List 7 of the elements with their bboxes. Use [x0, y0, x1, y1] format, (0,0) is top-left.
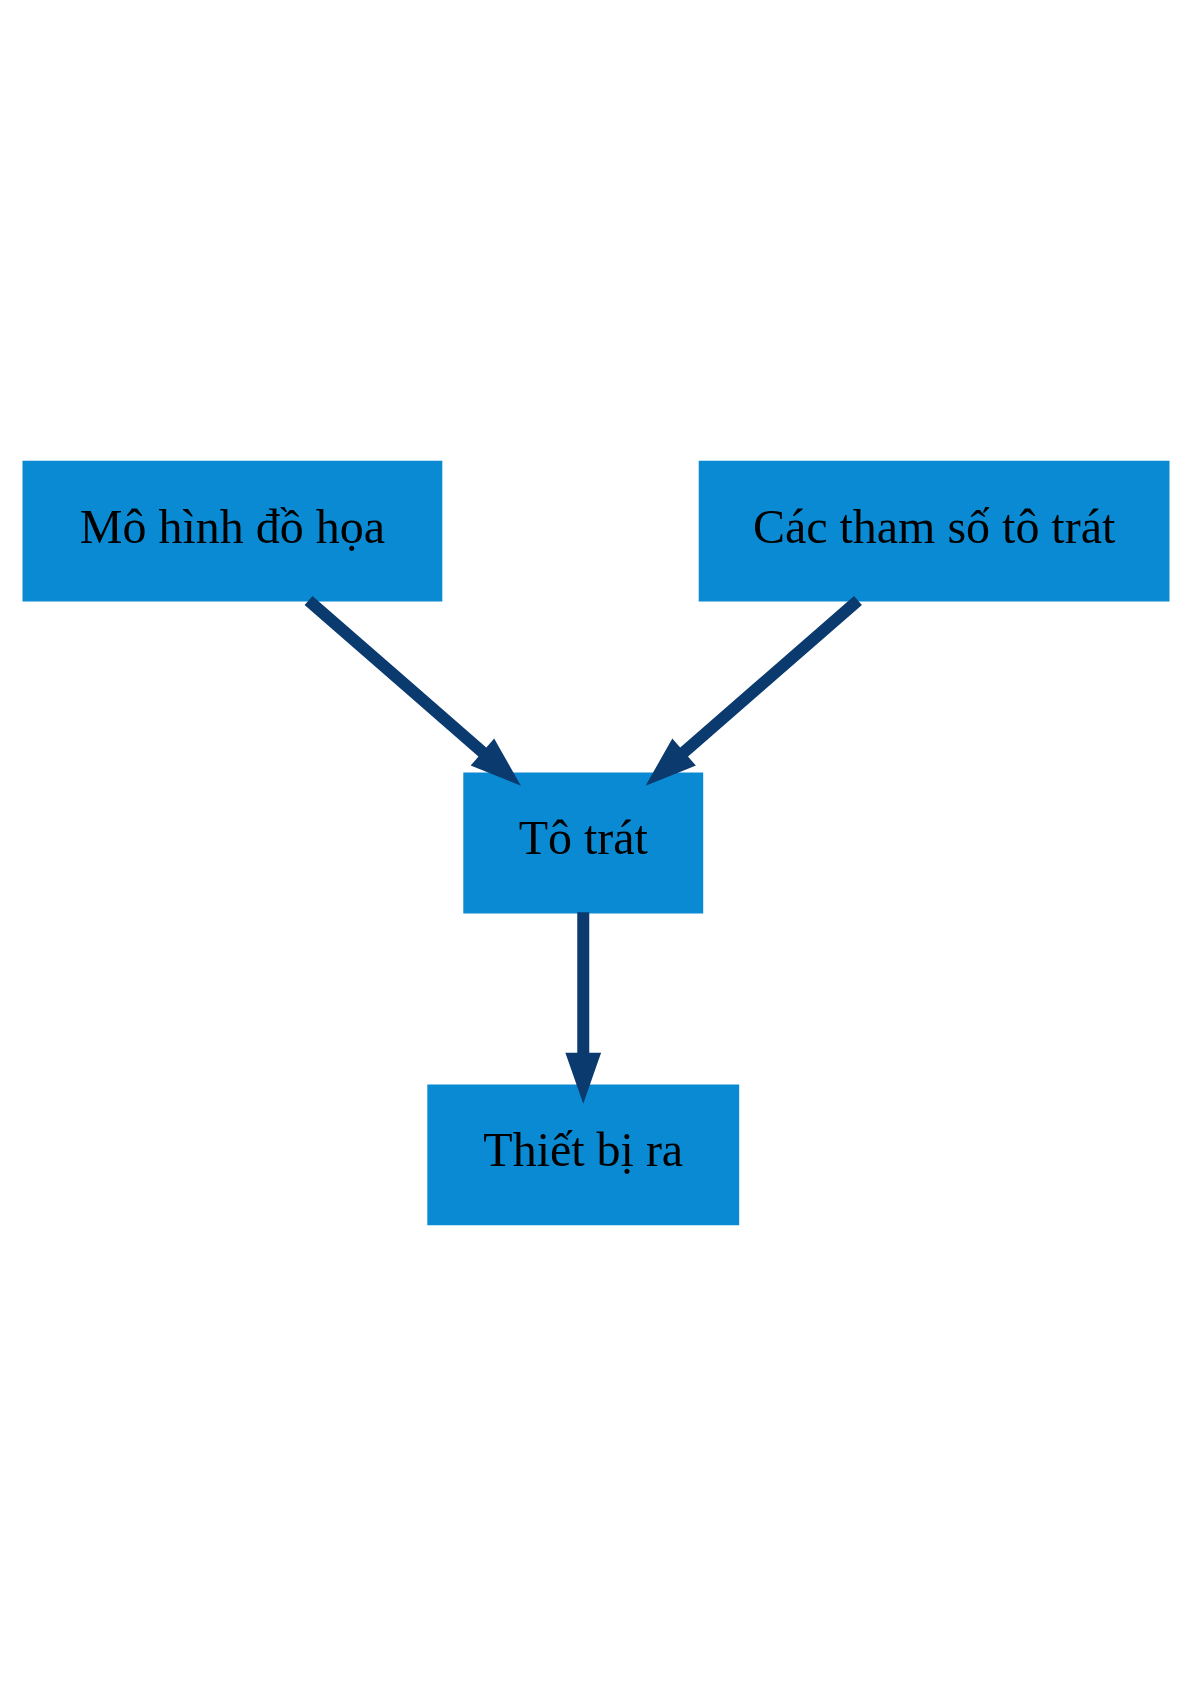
arrow	[565, 911, 602, 1104]
arrow	[645, 595, 862, 786]
node-box: Thiết bị ra	[427, 1083, 740, 1225]
node-box: Tô trát	[463, 772, 704, 913]
arrow	[304, 595, 521, 786]
node-box: Các tham số tô trát	[698, 460, 1170, 602]
node-box: Mô hình đồ họa	[22, 460, 443, 602]
